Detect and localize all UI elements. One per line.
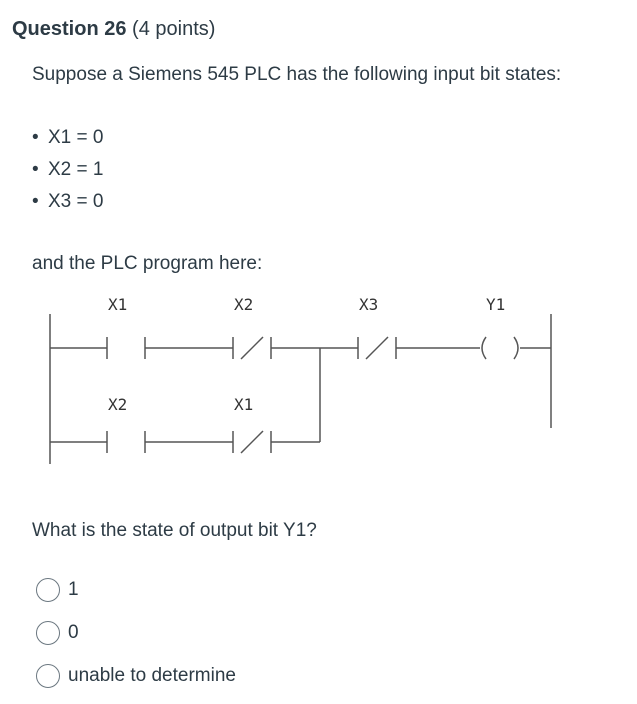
- question-ask: What is the state of output bit Y1?: [32, 520, 317, 541]
- bullet-icon: •: [32, 191, 39, 212]
- radio-button[interactable]: [36, 621, 60, 645]
- ladder-diagram: X1 X2 X3 Y1 X2 X1: [49, 295, 552, 464]
- list-item: • X1 = 0: [32, 126, 103, 158]
- answer-label[interactable]: 1: [68, 579, 79, 600]
- x2-nc-contact: [232, 336, 272, 360]
- answer-label[interactable]: unable to determine: [68, 665, 236, 686]
- input-state: X2 = 1: [48, 159, 104, 180]
- input-state: X3 = 0: [48, 191, 104, 212]
- question-title: Question 26: [12, 18, 127, 40]
- rung2-label: X2: [108, 395, 127, 414]
- rung1-label: X1: [108, 295, 127, 314]
- rung2-label: X1: [234, 395, 253, 414]
- radio-button[interactable]: [36, 578, 60, 602]
- radio-button[interactable]: [36, 664, 60, 688]
- answer-option-1[interactable]: 1: [36, 574, 79, 606]
- question-prompt: Suppose a Siemens 545 PLC has the follow…: [32, 64, 562, 85]
- x1-no-contact: [106, 337, 146, 359]
- bullet-icon: •: [32, 159, 39, 180]
- input-states-list: • X1 = 0 • X2 = 1 • X3 = 0: [32, 126, 103, 222]
- rung1-label: X3: [359, 295, 378, 314]
- answer-option-unable[interactable]: unable to determine: [36, 660, 236, 692]
- list-item: • X2 = 1: [32, 158, 103, 190]
- x3-nc-contact: [357, 336, 397, 360]
- answer-option-0[interactable]: 0: [36, 617, 79, 649]
- answer-label[interactable]: 0: [68, 622, 79, 643]
- x1-nc-contact: [232, 430, 272, 454]
- input-state: X1 = 0: [48, 127, 104, 148]
- question-points: (4 points): [132, 18, 216, 40]
- question-header: Question 26 (4 points): [12, 18, 215, 41]
- list-item: • X3 = 0: [32, 190, 103, 222]
- rung1-label: X2: [234, 295, 253, 314]
- y1-coil: [481, 336, 519, 360]
- x2-no-contact: [106, 431, 146, 453]
- rung1-label: Y1: [486, 295, 505, 314]
- program-intro: and the PLC program here:: [32, 253, 263, 274]
- bullet-icon: •: [32, 127, 39, 148]
